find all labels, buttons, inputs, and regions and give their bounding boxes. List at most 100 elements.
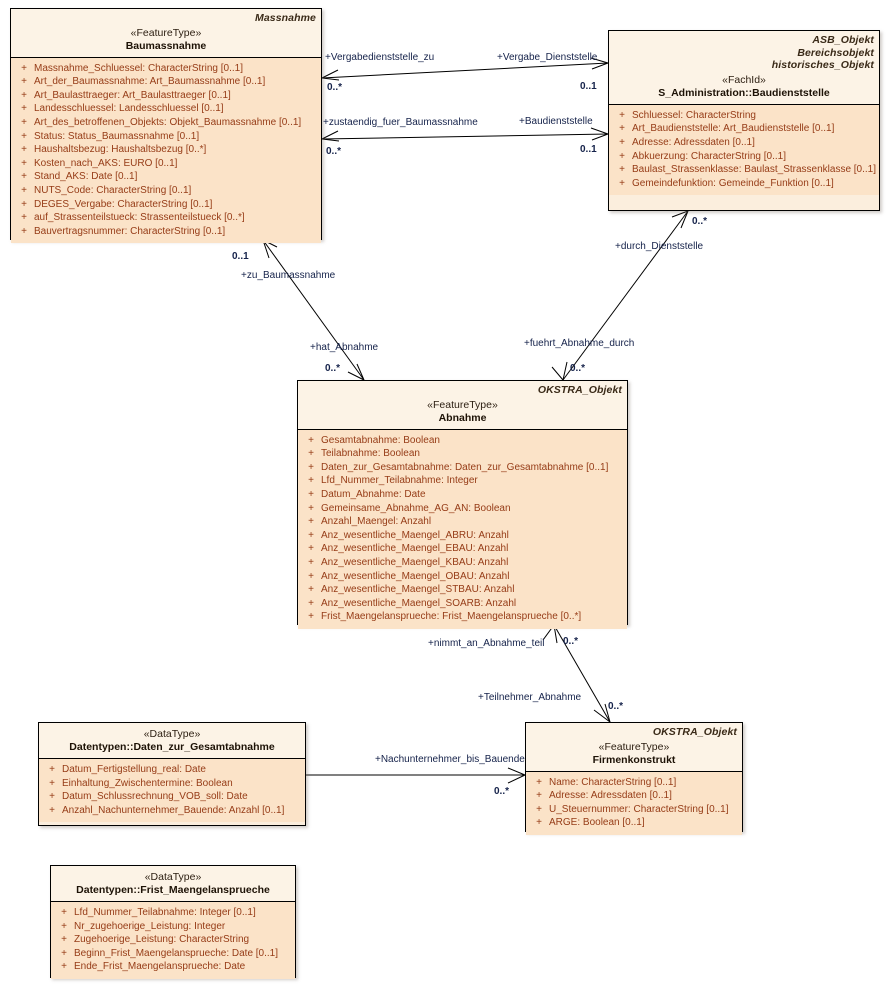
mult-fuehrt-abnahme-durch: 0..* [570, 363, 586, 374]
attribute-text: Gemeindefunktion: Gemeinde_Funktion [0..… [632, 177, 834, 189]
attribute-row: + Frist_Maengelansprueche: Frist_Maengela… [301, 610, 624, 624]
attribute-row: +Gesamtabnahme: Boolean [301, 434, 624, 448]
attribute-row: +DEGES_Vergabe: CharacterString [0..1] [14, 198, 318, 212]
class-box-frist-maengelansprueche[interactable]: «DataType» Datentypen::Frist_Maengelansp… [50, 865, 296, 979]
visibility-marker: + [61, 934, 67, 946]
attribute-text: Nr_zugehoerige_Leistung: Integer [74, 920, 226, 932]
attribute-text: Anz_wesentliche_Maengel_OBAU: Anzahl [321, 570, 510, 582]
mult-nimmt-an-abnahme-teil: 0..* [563, 636, 579, 647]
mult-vergabe-right: 0..1 [580, 81, 597, 92]
class-box-baudienststelle[interactable]: ASB_Objekt Bereichsobjekt historisches_O… [608, 30, 880, 211]
class-box-firmenkonstrukt[interactable]: OKSTRA_Objekt «FeatureType» Firmenkonstr… [525, 722, 743, 835]
visibility-marker: + [308, 488, 314, 500]
attribute-row: +Anz_wesentliche_Maengel_STBAU: Anzahl [301, 583, 624, 597]
attribute-row: +Anzahl_Nachunternehmer_Bauende: Anzahl … [42, 804, 302, 818]
visibility-marker: + [619, 150, 625, 162]
visibility-marker: + [619, 123, 625, 135]
edge-zustaendig [321, 127, 609, 142]
attribute-row: + Massnahme_Schluessel: CharacterString [… [14, 62, 318, 76]
class-header-abnahme: OKSTRA_Objekt «FeatureType» Abnahme [298, 381, 627, 430]
attribute-text: Anz_wesentliche_Maengel_KBAU: Anzahl [321, 556, 509, 568]
class-attributes-baumassnahme: + Massnahme_Schluessel: CharacterString [… [11, 57, 321, 244]
attribute-text: Kosten_nach_AKS: EURO [0..1] [34, 157, 178, 169]
visibility-marker: + [308, 570, 314, 582]
visibility-marker: + [21, 62, 27, 74]
class-stereotype: «FeatureType» [427, 398, 498, 411]
attribute-row: +Haushaltsbezug: Haushaltsbezug [0..*] [14, 143, 318, 157]
attribute-row: +Datum_Schlussrechnung_VOB_soll: Date [42, 790, 302, 804]
attribute-row: + Schluessel: CharacterString [612, 109, 876, 123]
attribute-text: Name: CharacterString [0..1] [549, 776, 677, 788]
class-attributes-firmenkonstrukt: +Name: CharacterString [0..1] +Adresse: … [526, 771, 742, 835]
attribute-text: Zugehoerige_Leistung: CharacterString [74, 934, 250, 946]
visibility-marker: + [308, 611, 314, 623]
class-attributes-frist-maengelansprueche: +Lfd_Nummer_Teilabnahme: Integer [0..1] … [51, 902, 295, 979]
visibility-marker: + [619, 136, 625, 148]
edge-teilnehmer-abnahme [542, 624, 611, 723]
attribute-text: Anz_wesentliche_Maengel_SOARB: Anzahl [321, 597, 517, 609]
attribute-row: +Beginn_Frist_Maengelansprueche: Date [0… [54, 947, 292, 961]
attribute-text: Teilabnahme: Boolean [321, 448, 420, 460]
class-box-daten-zur-gesamtabnahme[interactable]: «DataType» Datentypen::Daten_zur_Gesamta… [38, 722, 306, 826]
attribute-text: Schluessel: CharacterString [632, 109, 756, 121]
class-name: Firmenkonstrukt [592, 753, 676, 766]
attribute-row: + Einhaltung_Zwischentermine: Boolean [42, 777, 302, 791]
visibility-marker: + [21, 76, 27, 88]
class-name: Datentypen::Daten_zur_Gesamtabnahme [69, 741, 275, 753]
visibility-marker: + [619, 109, 625, 121]
visibility-marker: + [61, 907, 67, 918]
attribute-row: +Anz_wesentliche_Maengel_ABRU: Anzahl [301, 529, 624, 543]
attribute-row: +Baulast_Strassenklasse: Baulast_Strasse… [612, 163, 876, 177]
class-name: S_Administration::Baudienststelle [658, 86, 830, 99]
class-header-baudienststelle: ASB_Objekt Bereichsobjekt historisches_O… [609, 31, 879, 105]
class-header-firmenkonstrukt: OKSTRA_Objekt «FeatureType» Firmenkonstr… [526, 723, 742, 772]
mult-durch-dienststelle: 0..* [692, 216, 708, 227]
attribute-row: +Gemeindefunktion: Gemeinde_Funktion [0.… [612, 177, 876, 191]
attribute-text: Gesamtabnahme: Boolean [321, 434, 440, 446]
attribute-row: +Datum_Abnahme: Date [301, 488, 624, 502]
attribute-row: +Landesschluessel: Landesschluessel [0..… [14, 102, 318, 116]
attribute-text: Haushaltsbezug: Haushaltsbezug [0..*] [34, 144, 207, 156]
attribute-text: Beginn_Frist_Maengelansprueche: Date [0.… [74, 947, 279, 959]
visibility-marker: + [21, 157, 27, 169]
visibility-marker: + [308, 516, 314, 528]
class-stereotype: «DataType» [143, 728, 201, 740]
visibility-marker: + [21, 225, 27, 237]
visibility-marker: + [619, 164, 625, 176]
attribute-row: +Anz_wesentliche_Maengel_KBAU: Anzahl [301, 556, 624, 570]
attribute-text: Massnahme_Schluessel: CharacterString [0… [34, 62, 243, 74]
attribute-text: Frist_Maengelansprueche: Frist_Maengelan… [321, 611, 582, 623]
visibility-marker: + [49, 777, 55, 789]
class-box-abnahme[interactable]: OKSTRA_Objekt «FeatureType» Abnahme +Ges… [297, 380, 628, 629]
class-attributes-abnahme: +Gesamtabnahme: Boolean +Teilabnahme: Bo… [298, 429, 627, 629]
attribute-row: +Art_des_betroffenen_Objekts: Objekt_Bau… [14, 116, 318, 130]
attribute-text: Landesschluessel: Landesschluessel [0..1… [34, 103, 224, 115]
attribute-row: +Daten_zur_Gesamtabnahme: Daten_zur_Gesa… [301, 461, 624, 475]
class-stereotype: «FeatureType» [598, 740, 670, 753]
attribute-row: +U_Steuernummer: CharacterString [0..1] [529, 803, 739, 817]
visibility-marker: + [61, 920, 67, 932]
visibility-marker: + [308, 448, 314, 460]
visibility-marker: + [536, 776, 542, 788]
attribute-text: Gemeinsame_Abnahme_AG_AN: Boolean [321, 502, 511, 514]
attribute-row: +Datum_Fertigstellung_real: Date [42, 763, 302, 777]
edge-vergabe [321, 57, 609, 81]
attribute-text: Anzahl_Maengel: Anzahl [321, 516, 432, 528]
attribute-text: Abkuerzung: CharacterString [0..1] [632, 150, 786, 162]
attribute-text: Lfd_Nummer_Teilabnahme: Integer [321, 475, 478, 487]
class-box-baumassnahme[interactable]: Massnahme «FeatureType» Baumassnahme +Ma… [10, 8, 322, 244]
class-header-frist-maengelansprueche: «DataType» Datentypen::Frist_Maengelansp… [51, 866, 295, 902]
attribute-text: Einhaltung_Zwischentermine: Boolean [62, 777, 233, 789]
visibility-marker: + [21, 171, 27, 183]
attribute-row: + Stand_AKS: Date [0..1] [14, 170, 318, 184]
label-nachunternehmer-bis-bauende: +Nachunternehmer_bis_Bauende [375, 754, 525, 765]
attribute-text: Stand_AKS: Date [0..1] [34, 171, 138, 183]
attribute-text: Art_Baudienststelle: Art_Baudienststelle… [632, 123, 835, 135]
label-nimmt-an-abnahme-teil: +nimmt_an_Abnahme_teil [428, 638, 545, 649]
label-fuehrt-abnahme-durch: +fuehrt_Abnahme_durch [524, 338, 635, 349]
attribute-row: +Lfd_Nummer_Teilabnahme: Integer [0..1] [54, 906, 292, 920]
attribute-text: ARGE: Boolean [0..1] [549, 817, 645, 829]
class-name: Baumassnahme [125, 39, 207, 52]
class-stereotype: «FachId» [722, 73, 766, 86]
